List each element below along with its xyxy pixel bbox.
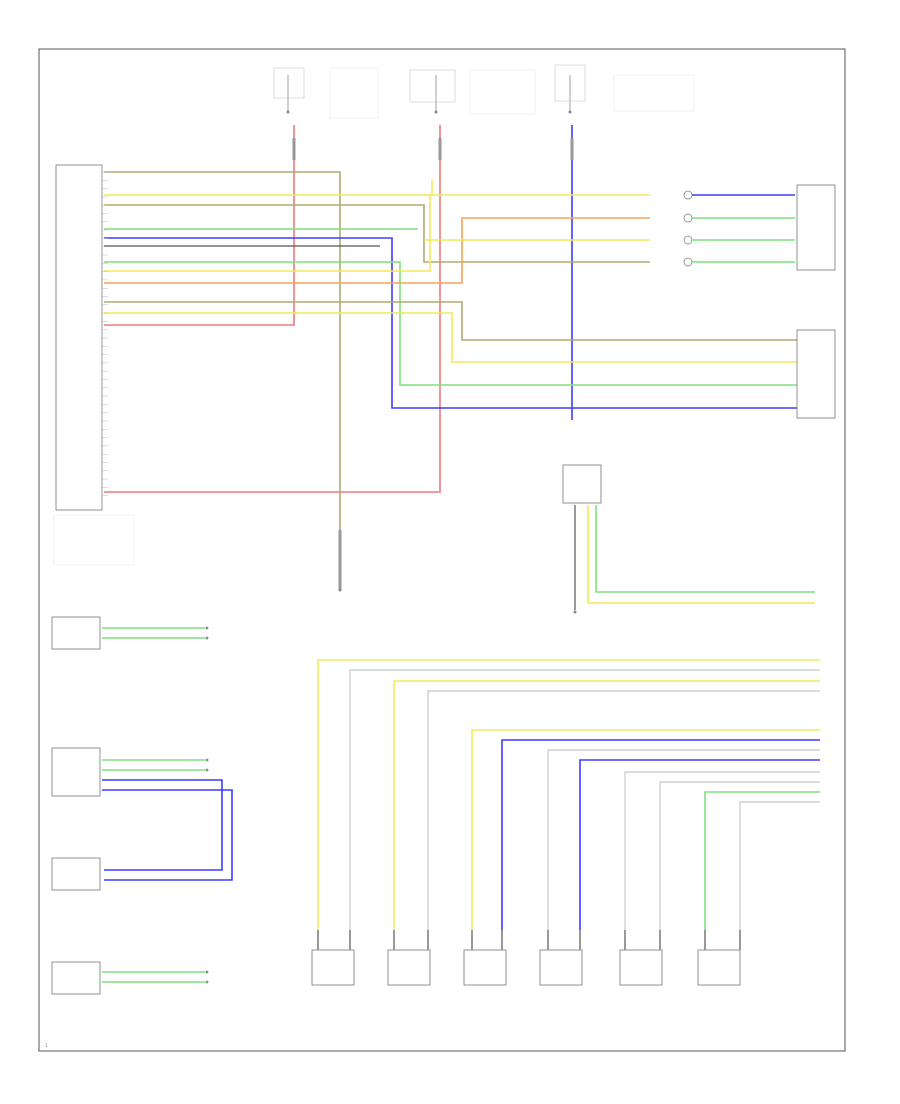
fuse-feed-center [409, 69, 536, 115]
occupant-classification-module [562, 464, 815, 614]
driver-seat-belt-pretensioner [311, 930, 355, 986]
front-passenger-seat-sensor [51, 857, 101, 891]
diagram-frame [38, 48, 846, 1052]
left-rear-sensor [51, 961, 209, 995]
passenger-front-impact-sensor [463, 930, 507, 986]
supplemental-restraint-module [53, 164, 135, 566]
fuse-feed-left [273, 67, 379, 119]
fuse-feed-right [554, 64, 695, 114]
driver-front-impact-sensor [539, 930, 583, 986]
fuse-wires [104, 125, 574, 493]
harness-wires [104, 171, 800, 590]
bottom-harness [317, 659, 820, 930]
inline-connectors [683, 190, 795, 267]
driver-airbag-connector [796, 184, 836, 271]
driver-side-impact-sensor [697, 930, 741, 986]
passenger-side-impact-sensor [619, 930, 663, 986]
ground-point-center [338, 530, 342, 592]
passenger-airbag-connector [796, 329, 836, 419]
passenger-seat-belt-pretensioner [387, 930, 431, 986]
seat-position-sensor [51, 747, 233, 881]
passenger-occupant-sensor [51, 616, 209, 650]
page-number: 1 [45, 1043, 48, 1048]
